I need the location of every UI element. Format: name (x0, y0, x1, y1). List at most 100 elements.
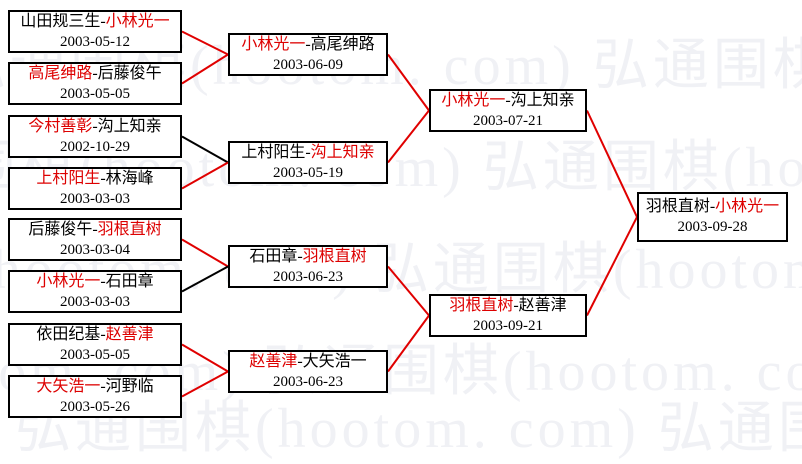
winner-name: 小林光一 (241, 35, 306, 53)
match-date: 2003-09-21 (473, 317, 543, 334)
player-name: 石田章 (105, 272, 154, 290)
match-players: 赵善津-大矢浩一 (230, 352, 386, 372)
match-players: 依田纪基-赵善津 (10, 325, 180, 345)
player-name: 后藤俊午 (28, 220, 93, 238)
match-players: 今村善彰-沟上知亲 (10, 117, 180, 137)
match-players: 小林光一-高尾绅路 (230, 35, 386, 55)
match-players: 小林光一-石田章 (10, 272, 180, 292)
bracket-connector-lines (181, 30, 638, 398)
hyphen: - (505, 91, 511, 109)
match-players: 小林光一-沟上知亲 (431, 91, 585, 111)
winner-name: 今村善彰 (28, 117, 93, 135)
match-box-semifinals-2: 羽根直树-赵善津 2003-09-21 (429, 294, 587, 337)
player-name: 沟上知亲 (97, 117, 162, 135)
player-name: 沟上知亲 (510, 91, 575, 109)
winner-name: 小林光一 (715, 198, 780, 215)
hyphen: - (297, 247, 303, 265)
connector-line-red (387, 265, 430, 317)
connector-line-red (181, 238, 229, 268)
connector-line-red (181, 53, 229, 85)
player-name: 山田规三生 (20, 12, 101, 30)
connector-line-red (387, 314, 430, 373)
winner-name: 羽根直树 (449, 296, 514, 314)
player-name: 依田纪基 (36, 325, 101, 343)
connector-line-red (181, 343, 229, 373)
match-date: 2003-03-03 (60, 293, 130, 310)
connector-line-red (387, 109, 430, 164)
connector-line-red (181, 161, 229, 190)
match-players: 大矢浩一-河野临 (10, 377, 180, 397)
match-players: 山田规三生-小林光一 (10, 12, 180, 32)
player-name: 石田章 (249, 247, 298, 265)
hyphen: - (100, 325, 106, 343)
match-date: 2003-03-03 (60, 190, 130, 207)
match-date: 2003-05-05 (60, 346, 130, 363)
player-name: 赵善津 (518, 296, 567, 314)
match-date: 2003-06-09 (273, 56, 343, 73)
match-date: 2003-09-28 (677, 219, 748, 235)
connector-line-red (586, 110, 638, 218)
hyphen: - (92, 117, 98, 135)
match-date: 2003-06-23 (273, 268, 343, 285)
player-name: 羽根直树 (645, 198, 710, 215)
match-players: 石田章-羽根直树 (230, 247, 386, 267)
hyphen: - (92, 220, 98, 238)
match-date: 2003-06-23 (273, 373, 343, 390)
winner-name: 高尾绅路 (28, 64, 93, 82)
hyphen: - (100, 12, 106, 30)
connector-line-red (387, 53, 430, 112)
match-players: 羽根直树-小林光一 (639, 197, 786, 217)
match-date: 2003-03-04 (60, 241, 130, 258)
match-players: 高尾绅路-后藤俊午 (10, 64, 180, 84)
match-date: 2002-10-29 (60, 138, 130, 155)
match-date: 2003-05-12 (60, 33, 130, 50)
hyphen: - (305, 143, 311, 161)
connector-line-red (586, 216, 638, 316)
player-name: 河野临 (105, 377, 154, 395)
connector-line-red (181, 370, 229, 398)
hyphen: - (100, 272, 106, 290)
player-name: 高尾绅路 (310, 35, 375, 53)
match-date: 2003-05-26 (60, 398, 130, 415)
player-name: 上村阳生 (241, 143, 306, 161)
hyphen: - (92, 64, 98, 82)
player-name: 林海峰 (105, 169, 154, 187)
hyphen: - (513, 296, 519, 314)
hyphen: - (709, 198, 716, 215)
winner-name: 羽根直树 (97, 220, 162, 238)
hyphen: - (305, 35, 311, 53)
match-players: 上村阳生-林海峰 (10, 169, 180, 189)
hyphen: - (100, 377, 106, 395)
player-name: 大矢浩一 (302, 352, 367, 370)
winner-name: 小林光一 (105, 12, 170, 30)
hyphen: - (297, 352, 303, 370)
connector-line-red (181, 30, 229, 56)
winner-name: 赵善津 (249, 352, 298, 370)
match-date: 2003-05-19 (273, 164, 343, 181)
match-box-final-1: 羽根直树-小林光一 2003-09-28 (637, 192, 788, 242)
match-date: 2003-05-05 (60, 85, 130, 102)
winner-name: 小林光一 (441, 91, 506, 109)
match-players: 上村阳生-沟上知亲 (230, 143, 386, 163)
player-name: 后藤俊午 (97, 64, 162, 82)
hyphen: - (100, 169, 106, 187)
match-players: 后藤俊午-羽根直树 (10, 220, 180, 240)
winner-name: 上村阳生 (36, 169, 101, 187)
winner-name: 沟上知亲 (310, 143, 375, 161)
match-date: 2003-07-21 (473, 112, 543, 129)
winner-name: 赵善津 (105, 325, 154, 343)
winner-name: 羽根直树 (302, 247, 367, 265)
